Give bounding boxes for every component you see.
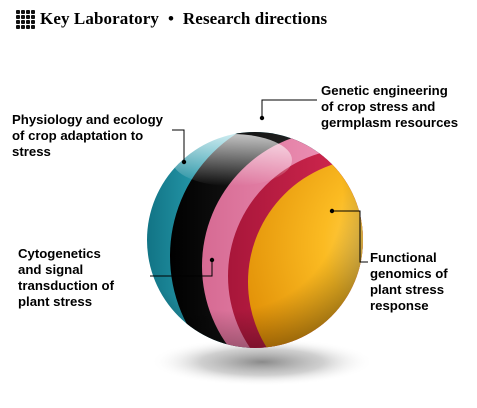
page-subtitle: Research directions (182, 9, 328, 28)
label-genetic-engineering: Genetic engineering of crop stress and g… (321, 83, 459, 130)
label-cytogenetics: Cytogenetics and signal transduction of … (18, 246, 114, 309)
page-title: Key Laboratory (40, 9, 159, 28)
sphere-highlight (172, 134, 292, 186)
leader-lines (150, 99, 368, 277)
page-header: Key Laboratory • Research directions (16, 6, 327, 32)
leader-cytogenetics (150, 260, 213, 277)
label-functional-genomics: Functional genomics of plant stress resp… (370, 250, 448, 313)
sphere-shadow (150, 338, 374, 386)
leader-genetic (261, 99, 317, 118)
leader-functional (332, 210, 368, 263)
title-separator: • (167, 9, 174, 28)
label-physiology-ecology: Physiology and ecology of crop adaptatio… (12, 112, 163, 159)
leader-physiology (172, 129, 185, 162)
leader-dots (181, 115, 335, 263)
sphere (147, 132, 363, 348)
grid-icon (16, 9, 35, 29)
